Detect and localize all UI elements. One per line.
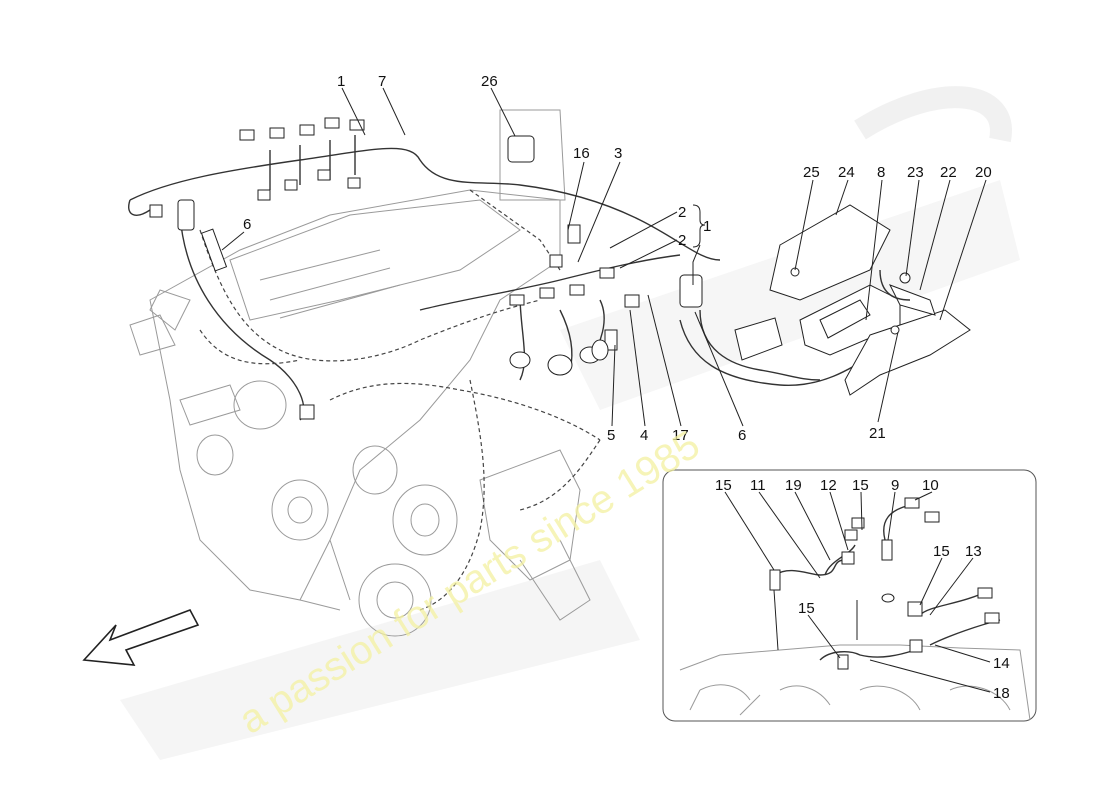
callout-21: 21: [869, 425, 886, 442]
callout-1: 1: [337, 73, 345, 90]
callout-8: 8: [877, 164, 885, 181]
inset-callout-12: 12: [820, 477, 837, 494]
inset-callout-15b: 15: [852, 477, 869, 494]
engine-wiring-harness: [128, 135, 881, 611]
control-unit-assembly: [699, 204, 971, 396]
callout-4: 4: [640, 427, 648, 444]
ignition-coil: [177, 199, 703, 351]
direction-arrow-icon: [82, 609, 200, 666]
callout-24: 24: [838, 164, 855, 181]
inset-callout-11: 11: [750, 477, 766, 494]
callout-23: 23: [907, 164, 924, 181]
detail-inset: [662, 469, 1037, 722]
callout-25: 25: [803, 164, 820, 181]
callout-17: 17: [672, 427, 689, 444]
inset-callout-15c: 15: [933, 543, 950, 560]
inset-callout-18: 18: [993, 685, 1010, 702]
callout-7: 7: [378, 73, 386, 90]
inset-callout-9: 9: [891, 477, 899, 494]
connector-cluster: [149, 117, 615, 420]
callout-labels: 1 7 26 16 3 2 2 1 6 25 24 8 23 22 20 5 4…: [243, 73, 1010, 702]
inset-callout-15a: 15: [715, 477, 732, 494]
callout-2b: 2: [678, 232, 686, 249]
callout-1b: 1: [703, 218, 711, 235]
callout-2a: 2: [678, 204, 686, 221]
callout-20: 20: [975, 164, 992, 181]
callout-22: 22: [940, 164, 957, 181]
callout-16: 16: [573, 145, 590, 162]
leader-lines: [221, 87, 991, 693]
inset-callout-13: 13: [965, 543, 982, 560]
callout-26: 26: [481, 73, 498, 90]
inset-callout-10: 10: [922, 477, 939, 494]
inset-callout-15d: 15: [798, 600, 815, 617]
grommet-part-26: [507, 135, 535, 163]
group-bracket: [692, 204, 706, 248]
callout-3: 3: [614, 145, 622, 162]
inset-callout-14: 14: [993, 655, 1010, 672]
watermark-tagline: a passion for parts since 1985: [231, 423, 707, 743]
callout-5: 5: [607, 427, 615, 444]
inset-callout-19: 19: [785, 477, 802, 494]
callout-6a: 6: [243, 216, 251, 233]
callout-6b: 6: [738, 427, 746, 444]
engine-outline: [129, 109, 591, 637]
